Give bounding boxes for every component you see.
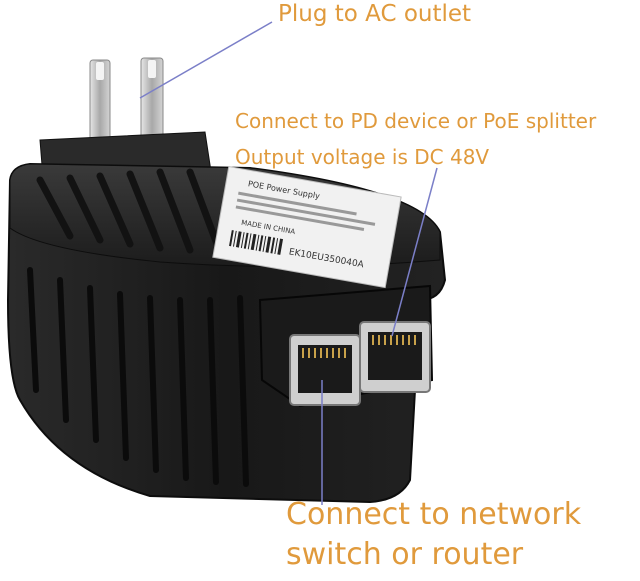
leader-line-plug: [139, 21, 273, 99]
callout-plug: Plug to AC outlet: [278, 1, 472, 27]
sticker-barcode: [229, 230, 284, 255]
ac-plug-prongs: [89, 57, 164, 147]
callout-pd-line2: Output voltage is DC 48V: [235, 145, 490, 169]
device-sticker: POE Power Supply MADE IN CHINA EK10EU350…: [212, 166, 402, 289]
rj45-port-data-in: [289, 334, 361, 406]
callout-network-line2: switch or router: [286, 537, 524, 572]
rj45-port-poe-out: [359, 321, 431, 393]
callout-pd-line1: Connect to PD device or PoE splitter: [235, 109, 597, 133]
callout-network-line1: Connect to network: [286, 497, 582, 532]
leader-line-pd: [391, 167, 438, 337]
leader-lines: [139, 21, 438, 505]
